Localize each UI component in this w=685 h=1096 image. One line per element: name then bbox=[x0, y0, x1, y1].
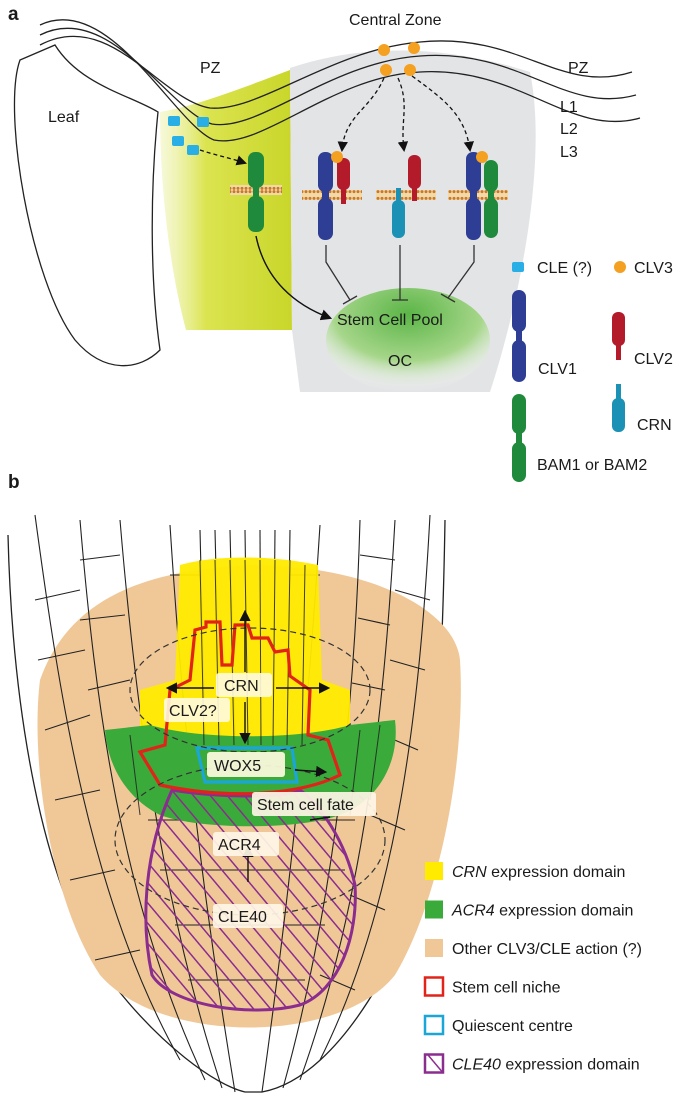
layer-l1-label: L1 bbox=[560, 99, 578, 116]
clv2-label-b: CLV2? bbox=[169, 703, 217, 720]
legend-clv1-label: CLV1 bbox=[538, 361, 577, 378]
panel-b: b bbox=[7, 472, 642, 1093]
stem-cell-pool-label: Stem Cell Pool bbox=[337, 312, 443, 329]
legend-swatch-2 bbox=[425, 939, 443, 957]
legend-cle-swatch bbox=[512, 262, 524, 272]
signal-arrows-b bbox=[165, 609, 331, 882]
layer-l1-line bbox=[39, 35, 633, 109]
legend-swatch-1 bbox=[425, 900, 443, 919]
quiescent-centre-outline bbox=[194, 746, 299, 784]
cle-peptides bbox=[168, 116, 209, 155]
acr4-label-b: ACR4 bbox=[218, 837, 261, 854]
central-zone-label: Central Zone bbox=[349, 12, 442, 29]
layer-l2-label: L2 bbox=[560, 121, 578, 138]
layer-l3-line bbox=[39, 19, 641, 142]
legend-swatch-0 bbox=[425, 862, 443, 880]
legend-crn-swatch bbox=[612, 384, 625, 432]
legend-clv2-swatch bbox=[612, 312, 625, 360]
peripheral-zone-region bbox=[160, 70, 292, 330]
clv3-peptides bbox=[378, 42, 420, 76]
pz-right-label: PZ bbox=[568, 60, 589, 77]
legend-bam-label: BAM1 or BAM2 bbox=[537, 457, 647, 474]
peptide-signal-arrows bbox=[199, 75, 474, 166]
organizing-centre-region bbox=[326, 288, 490, 392]
clv1-bam-complex bbox=[466, 151, 498, 240]
clv1-clv2-complex bbox=[318, 151, 350, 240]
leaf-label: Leaf bbox=[48, 109, 80, 126]
legend-label-1: ACR4 expression domain bbox=[451, 903, 633, 920]
stem-cell-niche-outline bbox=[137, 620, 342, 796]
crn-label-b: CRN bbox=[224, 678, 259, 695]
legend-swatch-3 bbox=[423, 976, 445, 997]
label-boxes bbox=[164, 673, 376, 928]
bam-activation-arrow bbox=[255, 235, 333, 321]
legend-clv1-swatch bbox=[512, 290, 526, 382]
legend-bam-swatch bbox=[512, 394, 526, 482]
legend-label-3: Stem cell niche bbox=[452, 980, 561, 997]
legend-clv2-label: CLV2 bbox=[634, 351, 673, 368]
legend-swatch-4 bbox=[423, 1014, 445, 1036]
legend-clv3-label: CLV3 bbox=[634, 260, 673, 277]
panel-a-letter: a bbox=[8, 4, 19, 25]
cle40-label-b: CLE40 bbox=[218, 909, 267, 926]
clv2-crn-complex bbox=[392, 155, 421, 238]
legend-swatch-5 bbox=[423, 1053, 445, 1074]
legend-label-0: CRN expression domain bbox=[452, 864, 625, 881]
wox5-label: WOX5 bbox=[214, 758, 261, 775]
inhibition-lines bbox=[325, 245, 475, 305]
panel-b-letter: b bbox=[8, 472, 20, 493]
cle40-expression-domain bbox=[144, 788, 357, 1012]
legend-cle-label: CLE (?) bbox=[537, 260, 592, 277]
pz-left-label: PZ bbox=[200, 60, 221, 77]
legend-clv3-swatch bbox=[614, 261, 626, 273]
oc-label: OC bbox=[388, 353, 412, 370]
legend-label-2: Other CLV3/CLE action (?) bbox=[452, 941, 642, 958]
layer-l3-label: L3 bbox=[560, 144, 578, 161]
leaf-outline bbox=[13, 44, 161, 367]
legend-label-5: CLE40 expression domain bbox=[452, 1057, 640, 1074]
panel-a: a Central Zone PZ PZ Leaf L1 L2 L3 bbox=[8, 4, 673, 482]
legend-crn-label: CRN bbox=[637, 417, 672, 434]
dashed-circle-upper bbox=[129, 627, 371, 753]
legend-label-4: Quiescent centre bbox=[452, 1018, 573, 1035]
stem-cell-fate-label: Stem cell fate bbox=[257, 797, 354, 814]
bam-receptor bbox=[248, 152, 264, 232]
legend-panel-a: CLE (?) CLV3 CLV1 CLV2 CRN bbox=[512, 260, 673, 482]
